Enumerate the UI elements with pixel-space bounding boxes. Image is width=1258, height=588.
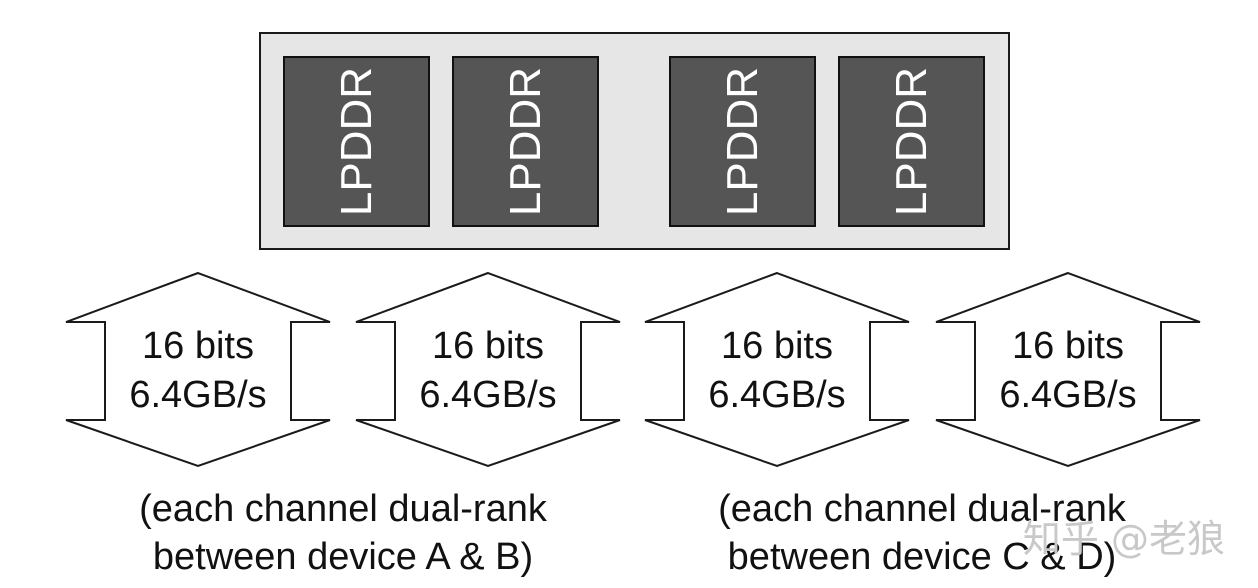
lpddr-chip-body [838, 56, 985, 227]
channel-bandwidth-label: 6.4GB/s [708, 374, 845, 416]
watermark: 知乎 @老狼 [1023, 517, 1225, 561]
channel-arrow: 16 bits 6.4GB/s [935, 271, 1201, 468]
channel-width-label: 16 bits [432, 325, 544, 367]
double-arrow-icon [355, 271, 621, 468]
lpddr-chip-label: LPDDR [887, 67, 936, 216]
channel-arrow: 16 bits 6.4GB/s [65, 271, 331, 468]
lpddr-chip-body [452, 56, 599, 227]
channel-arrow: 16 bits 6.4GB/s [644, 271, 910, 468]
lpddr-chip-label: LPDDR [332, 67, 381, 216]
lpddr-chip: LPDDR [838, 56, 985, 227]
caption-right: (each channel dual-rank between device C… [718, 488, 1127, 578]
caption-line: (each channel dual-rank [718, 488, 1127, 530]
double-arrow-icon [65, 271, 331, 468]
channel-width-label: 16 bits [142, 325, 254, 367]
caption-line: between device C & D) [728, 536, 1117, 578]
channel-bandwidth-label: 6.4GB/s [129, 374, 266, 416]
lpddr-chip-label: LPDDR [718, 67, 767, 216]
channel-width-label: 16 bits [1012, 325, 1124, 367]
channel-bandwidth-label: 6.4GB/s [999, 374, 1136, 416]
caption-left: (each channel dual-rank between device A… [139, 488, 548, 578]
double-arrow-icon [644, 271, 910, 468]
lpddr-chip-body [669, 56, 816, 227]
channel-width-label: 16 bits [721, 325, 833, 367]
channel-arrow: 16 bits 6.4GB/s [355, 271, 621, 468]
channel-bandwidth-label: 6.4GB/s [419, 374, 556, 416]
double-arrow-icon [935, 271, 1201, 468]
lpddr-chip-body [283, 56, 430, 227]
caption-line: (each channel dual-rank [139, 488, 548, 530]
lpddr-chip: LPDDR [452, 56, 599, 227]
lpddr-chip: LPDDR [283, 56, 430, 227]
caption-line: between device A & B) [153, 536, 533, 578]
lpddr-chip-label: LPDDR [501, 67, 550, 216]
lpddr-chip: LPDDR [669, 56, 816, 227]
